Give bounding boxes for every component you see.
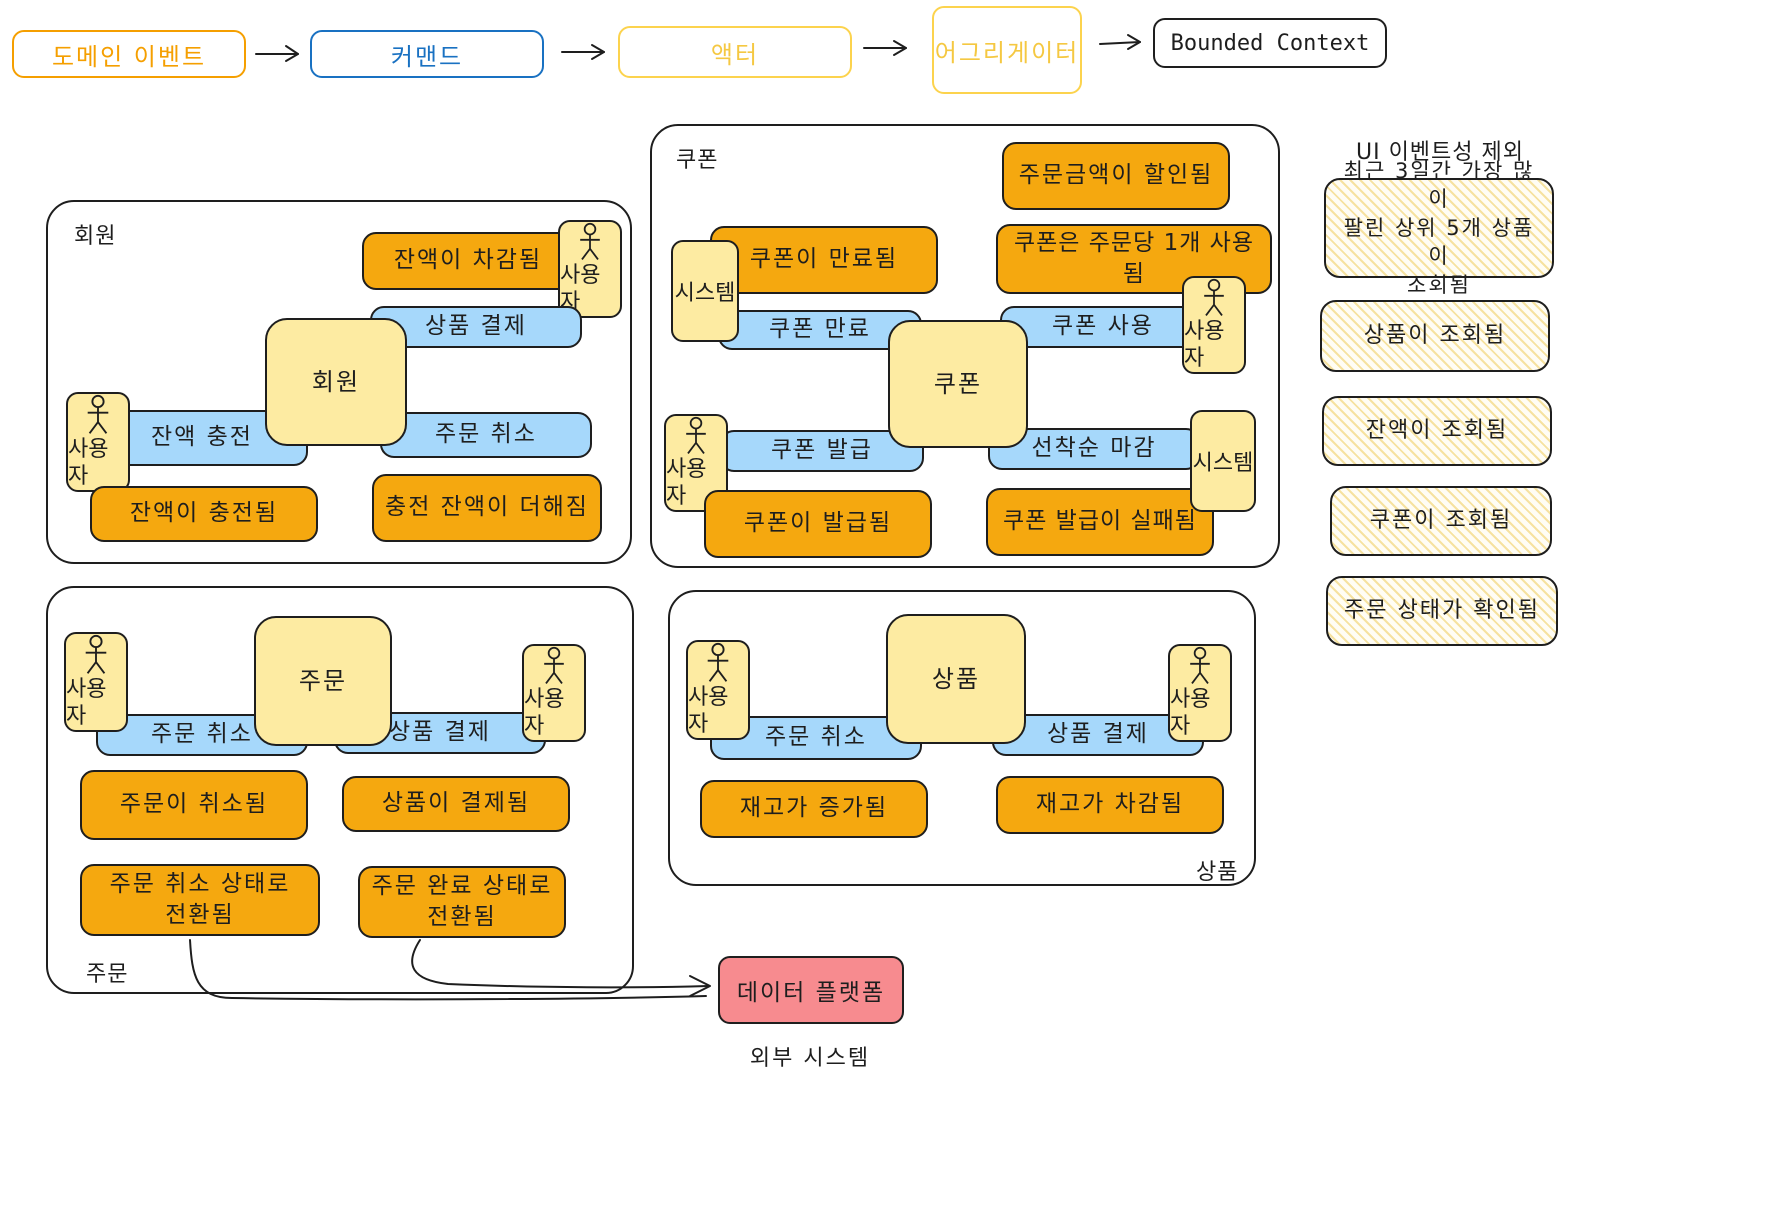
event-balance-charged: 잔액이 충전됨 (90, 486, 318, 542)
ui-event-order-status-checked: 주문 상태가 확인됨 (1326, 576, 1558, 646)
event-order-to-completed: 주문 완료 상태로 전환됨 (358, 866, 566, 938)
context-product-label: 상품 (1196, 860, 1239, 885)
event-balance-deducted: 잔액이 차감됨 (362, 232, 574, 290)
external-data-platform: 데이터 플랫폼 (718, 956, 904, 1024)
actor-member-top: 사용자 (558, 220, 622, 318)
actor-member-left: 사용자 (66, 392, 130, 492)
context-member-label: 회원 (74, 224, 117, 249)
aggregate-order: 주문 (254, 616, 392, 746)
command-coupon-use: 쿠폰 사용 (1000, 306, 1206, 348)
actor-label: 사용자 (688, 685, 729, 737)
actor-order-left: 사용자 (64, 632, 128, 732)
event-balance-added: 충전 잔액이 더해짐 (372, 474, 602, 542)
ui-event-coupon-viewed: 쿠폰이 조회됨 (1330, 486, 1552, 556)
context-member (46, 200, 632, 564)
event-order-cancelled: 주문이 취소됨 (80, 770, 308, 840)
legend-arrow-2 (561, 44, 605, 60)
aggregate-product: 상품 (886, 614, 1026, 744)
aggregate-member: 회원 (265, 318, 407, 446)
legend-arrow-4 (1099, 34, 1141, 50)
legend-bounded-context: Bounded Context (1153, 18, 1387, 68)
person-icon (87, 394, 109, 434)
system-coupon-left: 시스템 (671, 240, 739, 342)
person-icon (544, 646, 564, 684)
event-coupon-issue-failed: 쿠폰 발급이 실패됨 (986, 488, 1214, 556)
context-coupon (650, 124, 1280, 568)
ui-event-product-viewed: 상품이 조회됨 (1320, 300, 1550, 372)
legend-domain-event: 도메인 이벤트 (12, 30, 246, 78)
context-coupon-label: 쿠폰 (676, 148, 719, 173)
person-icon (707, 642, 729, 682)
person-icon (580, 222, 600, 260)
actor-label: 사용자 (1170, 687, 1211, 739)
event-stock-increased: 재고가 증가됨 (700, 780, 928, 838)
aggregate-coupon: 쿠폰 (888, 320, 1028, 448)
person-icon (85, 634, 107, 674)
event-order-discounted: 주문금액이 할인됨 (1002, 142, 1230, 210)
ui-event-top5-viewed: 최근 3일간 가장 많이 팔린 상위 5개 상품이 조회됨 (1324, 159, 1554, 297)
legend-arrow-3 (863, 40, 907, 56)
event-stock-decreased: 재고가 차감됨 (996, 776, 1224, 834)
context-product (668, 590, 1256, 886)
legend-actor: 액터 (618, 26, 852, 78)
event-coupon-expired: 쿠폰이 만료됨 (710, 226, 938, 294)
system-coupon-right: 시스템 (1190, 410, 1256, 512)
actor-order-right: 사용자 (522, 644, 586, 742)
event-coupon-issued: 쿠폰이 발급됨 (704, 490, 932, 558)
actor-label: 사용자 (524, 687, 565, 739)
person-icon (1204, 278, 1224, 316)
command-coupon-expire: 쿠폰 만료 (718, 310, 922, 350)
actor-label: 사용자 (68, 437, 109, 489)
ui-events-title: UI 이벤트성 제외 (1355, 140, 1525, 165)
actor-product-right: 사용자 (1168, 644, 1232, 742)
person-icon (686, 416, 706, 454)
event-order-to-cancelled: 주문 취소 상태로 전환됨 (80, 864, 320, 936)
actor-coupon-right: 사용자 (1182, 276, 1246, 374)
external-system-caption: 외부 시스템 (749, 1046, 871, 1071)
event-product-paid: 상품이 결제됨 (342, 776, 570, 832)
command-member-cancel: 주문 취소 (380, 412, 592, 458)
legend-arrow-1 (255, 45, 299, 62)
ui-event-balance-viewed: 잔액이 조회됨 (1322, 396, 1552, 466)
legend-command: 커맨드 (310, 30, 544, 78)
person-icon (1190, 646, 1210, 684)
actor-label: 사용자 (66, 677, 107, 729)
actor-label: 사용자 (1184, 319, 1225, 371)
context-order-label: 주문 (86, 962, 129, 987)
legend-aggregate: 어그리게이터 (932, 6, 1082, 94)
actor-product-left: 사용자 (686, 640, 750, 740)
actor-label: 사용자 (666, 457, 707, 509)
